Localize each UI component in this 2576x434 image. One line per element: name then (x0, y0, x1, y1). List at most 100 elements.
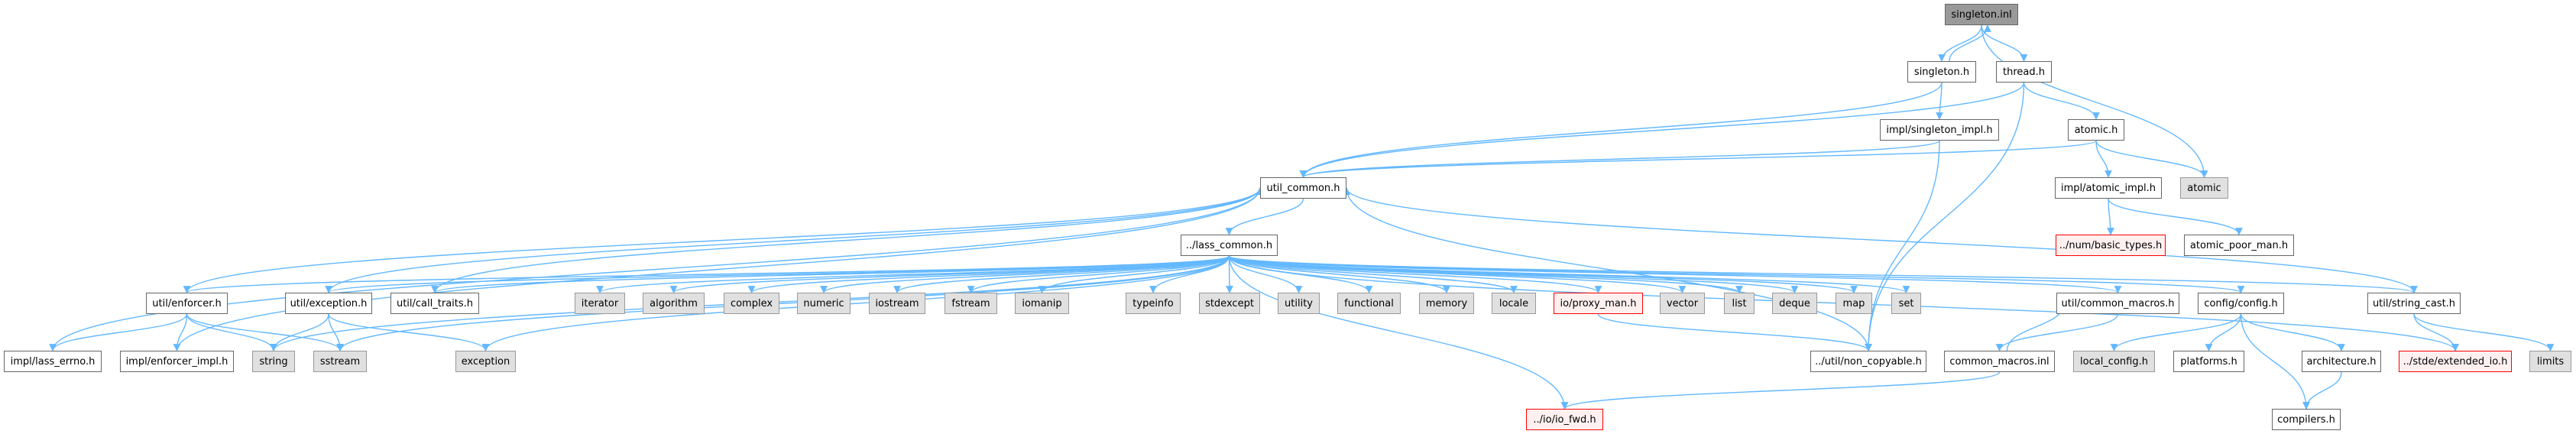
node-vector[interactable]: vector (1660, 293, 1705, 314)
node-common-macros-inl[interactable]: common_macros.inl (1944, 351, 2055, 372)
node-label: functional (1344, 297, 1394, 309)
node-fstream[interactable]: fstream (945, 293, 997, 314)
node-utility[interactable]: utility (1278, 293, 1320, 314)
edge-lass_common-to-config (1228, 255, 2244, 293)
node-io-fwd[interactable]: ../io/io_fwd.h (1526, 409, 1603, 430)
node-atomic-h[interactable]: atomic.h (2068, 119, 2124, 141)
node-common-macros[interactable]: util/common_macros.h (2056, 293, 2179, 314)
edge-lass_common-to-io_fwd (1228, 255, 1569, 410)
node-limits[interactable]: limits (2529, 351, 2571, 372)
node-label: list (1732, 297, 1747, 309)
node-set[interactable]: set (1891, 293, 1921, 314)
node-label: util_common.h (1266, 182, 1340, 194)
node-label: util/common_macros.h (2061, 297, 2175, 309)
edge-thread_h-to-util_common (1299, 82, 2025, 178)
edge-call_traits-to-util_common (434, 187, 1264, 293)
node-memory[interactable]: memory (1419, 293, 1474, 314)
edge-lass_common-to-std_exception (481, 255, 1230, 351)
node-atomic-impl[interactable]: impl/atomic_impl.h (2055, 177, 2162, 199)
edge-atomic_impl-to-basic_types (2107, 198, 2114, 235)
node-deque[interactable]: deque (1772, 293, 1817, 314)
edge-lass_common-to-utility (1228, 255, 1303, 293)
node-lass-errno[interactable]: impl/lass_errno.h (4, 351, 102, 372)
node-enforcer[interactable]: util/enforcer.h (146, 293, 228, 314)
node-atomic-poor-man[interactable]: atomic_poor_man.h (2184, 235, 2294, 256)
node-enforcer-impl[interactable]: impl/enforcer_impl.h (120, 351, 234, 372)
node-local-config[interactable]: local_config.h (2073, 351, 2155, 372)
node-map[interactable]: map (1836, 293, 1872, 314)
node-label: typeinfo (1132, 297, 1174, 309)
node-std-exception[interactable]: exception (455, 351, 516, 372)
node-label: thread.h (2003, 66, 2045, 78)
node-numeric[interactable]: numeric (797, 293, 851, 314)
node-string-cast[interactable]: util/string_cast.h (2367, 293, 2461, 314)
node-list[interactable]: list (1724, 293, 1755, 314)
node-singleton-inl: singleton.inl (1945, 4, 2018, 25)
node-basic-types[interactable]: ../num/basic_types.h (2056, 235, 2166, 256)
node-non-copyable[interactable]: ../util/non_copyable.h (1810, 351, 1926, 372)
node-iomanip[interactable]: iomanip (1015, 293, 1069, 314)
node-proxy-man[interactable]: io/proxy_man.h (1554, 293, 1643, 314)
edge-lass_common-to-complex (747, 255, 1230, 293)
edge-singleton_h-to-singleton_inl (1949, 24, 1991, 62)
node-stdexcept[interactable]: stdexcept (1199, 293, 1260, 314)
node-string[interactable]: string (252, 351, 295, 372)
node-label: atomic.h (2074, 124, 2118, 136)
node-label: compilers.h (2277, 413, 2335, 426)
node-compilers[interactable]: compilers.h (2272, 409, 2341, 430)
node-label: numeric (803, 297, 844, 309)
node-iostream[interactable]: iostream (869, 293, 925, 314)
node-label: complex (730, 297, 773, 309)
node-typeinfo[interactable]: typeinfo (1126, 293, 1181, 314)
node-complex[interactable]: complex (724, 293, 779, 314)
edge-lass_common-to-locale (1228, 255, 1518, 293)
node-call-traits[interactable]: util/call_traits.h (390, 293, 479, 314)
edge-lass_common-to-enforcer (183, 255, 1230, 293)
edge-singleton_inl-to-thread_h (1981, 24, 2028, 62)
node-extended-io[interactable]: ../stde/extended_io.h (2399, 351, 2512, 372)
node-label: deque (1779, 297, 1810, 309)
node-singleton-impl[interactable]: impl/singleton_impl.h (1880, 119, 1999, 141)
node-label: stdexcept (1205, 297, 1254, 309)
edge-lass_common-to-call_traits (431, 255, 1230, 293)
node-sstream[interactable]: sstream (313, 351, 367, 372)
node-config[interactable]: config/config.h (2198, 293, 2284, 314)
node-label: common_macros.inl (1949, 355, 2049, 368)
edge-atomic_h-to-atomic_impl (2095, 140, 2112, 178)
edge-config-to-platforms (2205, 313, 2242, 351)
node-thread-h[interactable]: thread.h (1996, 61, 2052, 83)
node-label: impl/singleton_impl.h (1886, 124, 1993, 136)
node-locale[interactable]: locale (1492, 293, 1536, 314)
node-lass-common[interactable]: ../lass_common.h (1181, 235, 1278, 256)
edge-enforcer_impl-to-util_common (176, 187, 1264, 351)
node-label: set (1898, 297, 1914, 309)
edge-enforcer-to-sstream (186, 313, 344, 351)
node-label: util/enforcer.h (152, 297, 222, 309)
node-label: limits (2536, 355, 2565, 368)
node-label: iostream (875, 297, 919, 309)
node-iterator[interactable]: iterator (575, 293, 625, 314)
edge-lass_common-to-proxy_man (1228, 255, 1602, 293)
node-label: config/config.h (2204, 297, 2278, 309)
node-functional[interactable]: functional (1337, 293, 1401, 314)
node-label: iterator (581, 297, 619, 309)
node-label: map (1842, 297, 1865, 309)
edge-thread_h-to-atomic_h (2023, 82, 2100, 120)
node-label: util/exception.h (290, 297, 368, 309)
node-label: fstream (951, 297, 990, 309)
node-atomic[interactable]: atomic (2180, 177, 2228, 199)
node-label: utility (1285, 297, 1313, 309)
node-algorithm[interactable]: algorithm (643, 293, 705, 314)
node-architecture[interactable]: architecture.h (2302, 351, 2381, 372)
node-label: atomic_poor_man.h (2189, 239, 2289, 251)
node-label: vector (1666, 297, 1699, 309)
node-singleton-h[interactable]: singleton.h (1907, 61, 1976, 83)
node-label: singleton.inl (1951, 8, 2012, 21)
edge-lass_common-to-fstream (967, 255, 1230, 293)
node-platforms[interactable]: platforms.h (2173, 351, 2244, 372)
node-exception-h[interactable]: util/exception.h (285, 293, 372, 314)
edge-lass_common-to-string_cast (1228, 255, 2418, 293)
node-util-common[interactable]: util_common.h (1260, 177, 1346, 199)
node-label: architecture.h (2306, 355, 2377, 368)
